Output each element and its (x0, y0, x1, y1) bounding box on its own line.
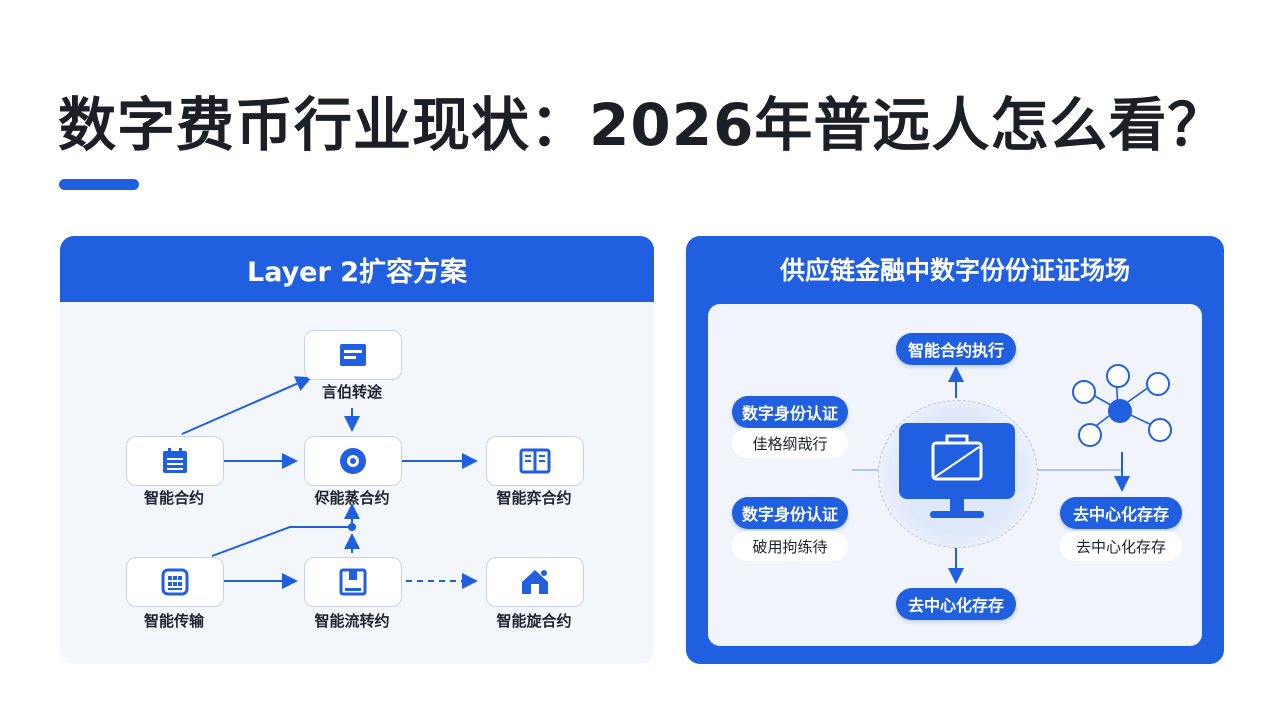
edge-transmit-to-junction (211, 526, 352, 557)
network-node-icon (1072, 380, 1096, 404)
node-center (304, 436, 402, 486)
node-right-contract (486, 436, 584, 486)
package-icon (339, 568, 367, 596)
node-right-contract-label: 智能弈合约 (496, 489, 572, 507)
node-flow (304, 557, 402, 607)
node-transmit-label: 智能传输 (143, 612, 204, 630)
node-center-label: 侭能蒸合约 (314, 489, 390, 507)
network-node-icon (1148, 418, 1172, 442)
document-box-icon (340, 344, 366, 366)
node-smart-contract (126, 436, 224, 486)
sub-identity-1: 佳格纲哉行 (732, 428, 848, 458)
corner-fade (1040, 664, 1280, 720)
sub-decentralized-right: 去中心化存存 (1060, 531, 1182, 561)
supply-chain-panel-header: 供应链金融中数字份份证证场场 (779, 256, 1130, 285)
junction-dot (348, 523, 356, 531)
pill-identity-1: 数字身份认证 (732, 396, 848, 428)
node-smart-contract-label: 智能合约 (143, 489, 204, 507)
node-transmit (126, 557, 224, 607)
node-flow-label: 智能流转约 (314, 612, 390, 630)
page-title: 数字费币行业现状：2026年普远人怎么看？ (58, 91, 1227, 159)
node-home (486, 557, 584, 607)
network-node-icon (1078, 423, 1102, 447)
pill-decentralized-bottom: 去中心化存存 (896, 588, 1016, 620)
monitor-icon (899, 423, 1015, 499)
node-transfer-label: 言伯转途 (321, 383, 382, 401)
network-node-icon (1106, 364, 1130, 388)
book-icon (519, 448, 551, 474)
title-accent-bar (59, 179, 139, 190)
pill-decentralized-right: 去中心化存存 (1060, 497, 1182, 529)
node-home-label: 智能旋合约 (496, 612, 572, 630)
network-node-icon (1146, 372, 1170, 396)
briefcase-icon (931, 434, 983, 481)
pill-identity-2: 数字身份认证 (732, 497, 848, 529)
circle-target-icon (340, 448, 366, 474)
calendar-icon (163, 448, 187, 473)
sub-identity-2: 破用拘练待 (732, 531, 848, 561)
home-icon (522, 570, 548, 594)
node-transfer (304, 330, 402, 380)
network-hub-icon (1108, 399, 1132, 423)
layer2-panel-header: Layer 2扩容方案 (60, 236, 654, 302)
pill-smart-contract-exec: 智能合约执行 (896, 333, 1016, 365)
monitor-base (930, 511, 984, 518)
grid-icon (161, 568, 189, 596)
monitor-neck (950, 499, 964, 511)
edge-contract-to-transfer (181, 376, 312, 435)
